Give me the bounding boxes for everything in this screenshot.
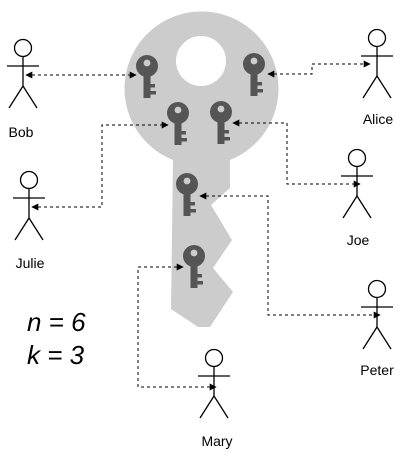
connector-peter xyxy=(199,192,381,319)
formula-k: k = 3 xyxy=(27,340,85,370)
person-bob-icon xyxy=(6,38,40,109)
person-bob-label: Bob xyxy=(9,124,34,140)
master-key-hole xyxy=(176,36,226,86)
person-joe-label: Joe xyxy=(347,232,370,248)
person-julie-icon xyxy=(12,170,46,241)
formula-n: n = 6 xyxy=(27,307,86,337)
connector-julie xyxy=(31,121,169,211)
connector-mary xyxy=(137,263,217,391)
connector-alice xyxy=(267,60,371,78)
master-key-shape xyxy=(124,11,279,327)
connector-joe xyxy=(232,119,361,188)
person-peter-label: Peter xyxy=(360,362,394,378)
person-joe-icon xyxy=(340,148,374,219)
person-julie-label: Julie xyxy=(16,255,45,271)
person-alice-icon xyxy=(360,28,394,99)
person-mary-label: Mary xyxy=(201,433,232,449)
person-mary-icon xyxy=(197,348,231,419)
master-key xyxy=(124,11,279,327)
person-alice-label: Alice xyxy=(363,111,394,127)
